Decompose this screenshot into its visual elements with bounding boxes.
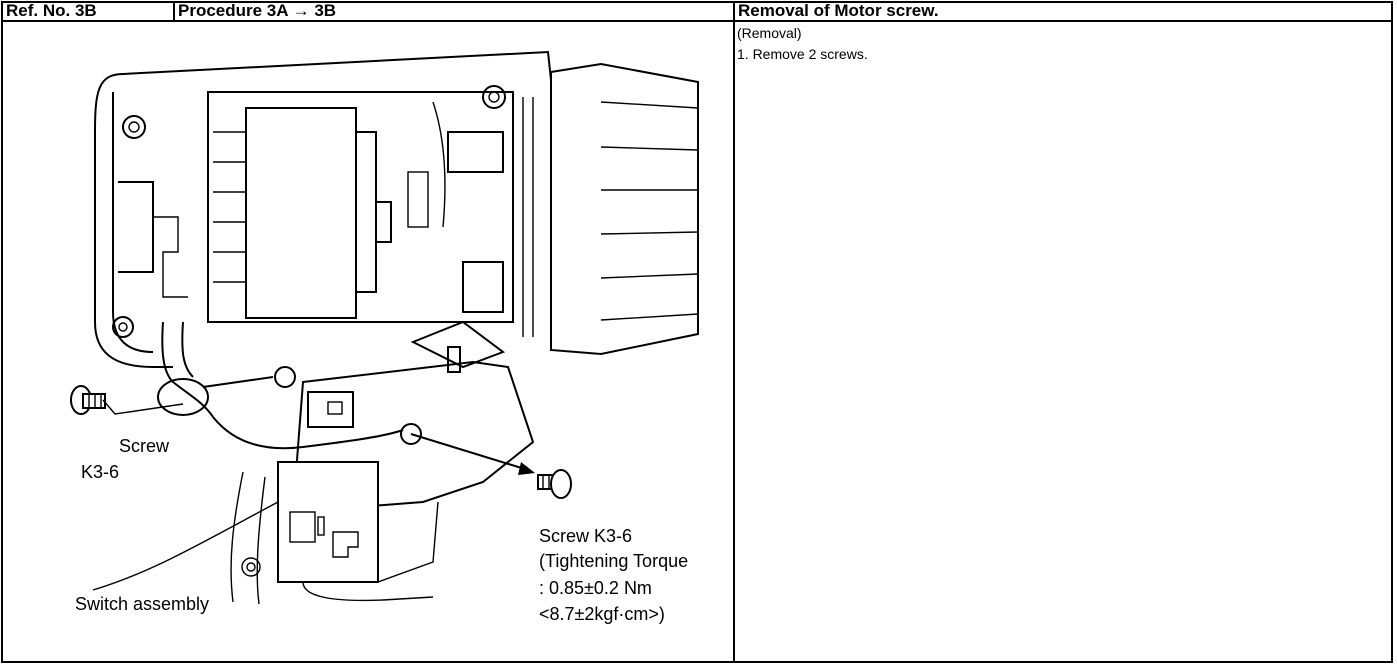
removal-arrow-line: [410, 433, 529, 471]
switch-leader: [92, 501, 279, 591]
ref-no-cell: Ref. No. 3B: [3, 1, 173, 20]
lever-post: [447, 346, 461, 373]
chuck-body: [550, 62, 699, 356]
housing-top-edge: [122, 50, 552, 81]
motor-frame: [207, 91, 514, 323]
label-screw-left-2: K3-6: [81, 462, 119, 482]
screw-left: [70, 385, 106, 415]
label-screw-right-3: : 0.85±0.2 Nm: [539, 578, 652, 598]
header-column-divider-1: [173, 1, 175, 21]
removal-heading: (Removal): [737, 25, 802, 41]
title-cell: Removal of Motor screw.: [735, 1, 1390, 20]
screw-hole-upper-left: [122, 115, 146, 139]
procedure-cell: Procedure 3A → 3B: [175, 1, 733, 20]
screw-hole-lower-left: [112, 316, 134, 338]
housing-outline: [94, 73, 173, 368]
wire-clip: [407, 171, 429, 228]
procedure-text: Procedure 3A → 3B: [178, 0, 337, 20]
motor-can: [245, 107, 357, 319]
header-divider: [1, 20, 1393, 22]
exploded-diagram: Screw K3-6 Switch assembly Screw K3-6 (T…: [70, 50, 699, 624]
gear-plate: [522, 97, 534, 337]
motor-shaft: [375, 201, 392, 243]
wire-bundle: [161, 321, 214, 418]
label-screw-right-2: (Tightening Torque: [539, 551, 688, 571]
label-screw-left-1: Screw: [119, 436, 170, 456]
upper-bearing: [447, 131, 504, 173]
removal-arrow-head: [518, 462, 535, 475]
direction-lever: [410, 320, 506, 369]
terminal-block: [118, 181, 154, 273]
lead-wire: [212, 416, 404, 450]
title-text: Removal of Motor screw.: [738, 0, 939, 20]
label-screw-right-4: <8.7±2kgf·cm>): [539, 604, 665, 624]
label-screw-right-1: Screw K3-6: [539, 526, 632, 546]
handle-lines: [302, 581, 434, 602]
ring-terminal-right: [400, 423, 422, 445]
lower-bearing: [462, 261, 504, 313]
ring-terminal-left: [274, 366, 296, 388]
ref-no-text: Ref. No. 3B: [6, 0, 97, 20]
switch-connector: [307, 391, 354, 428]
chuck-ribs: [600, 101, 699, 321]
terminal-spring: [153, 216, 188, 298]
motor-shaft-housing: [355, 131, 377, 293]
screw-right: [537, 469, 572, 499]
housing-inner-edge: [112, 92, 154, 353]
screw-hole-top: [482, 85, 506, 109]
switch-body: [277, 461, 379, 583]
wire-grommet: [157, 378, 209, 416]
label-switch-assembly: Switch assembly: [75, 594, 209, 614]
internal-wire: [432, 101, 446, 228]
screw-left-leader: [102, 399, 184, 415]
step-1: 1. Remove 2 screws.: [737, 46, 868, 62]
column-divider: [733, 1, 735, 663]
motor-brush-lines: [213, 131, 246, 283]
